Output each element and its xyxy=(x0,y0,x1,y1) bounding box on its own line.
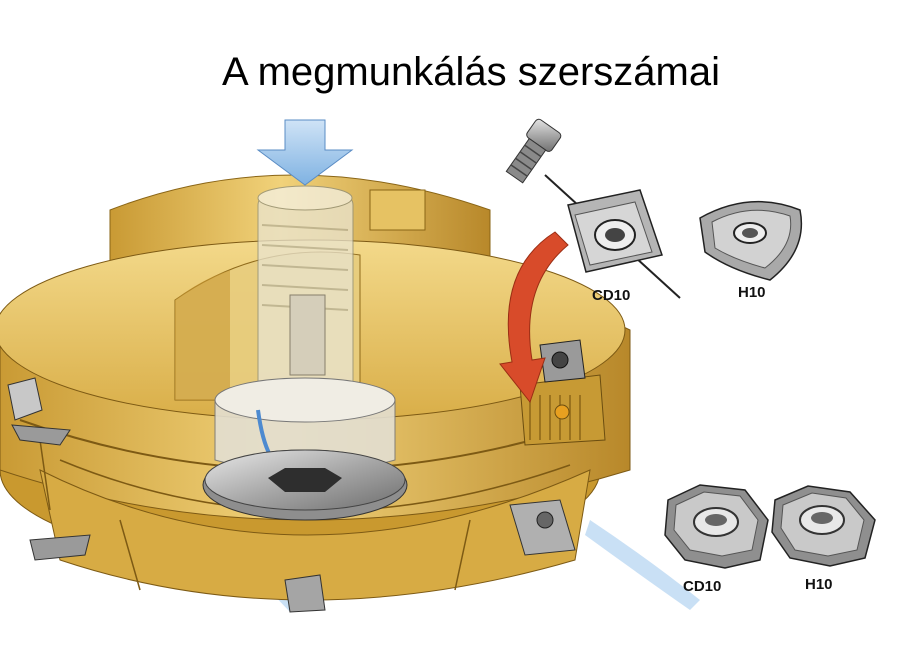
label-h10-top: H10 xyxy=(738,284,766,301)
mounted-inserts xyxy=(7,377,576,613)
cap-screw xyxy=(202,449,408,521)
insert-h10-top xyxy=(699,200,803,281)
feed-direction-arrow xyxy=(256,119,354,186)
label-h10-bottom: H10 xyxy=(805,576,833,593)
label-cd10-top: CD10 xyxy=(592,287,630,304)
insert-cd10-top xyxy=(567,189,663,273)
clamping-screw xyxy=(257,185,354,391)
hex-socket xyxy=(268,468,342,492)
insert-pocket-detail xyxy=(519,339,606,446)
insert-h10-bottom xyxy=(771,485,876,567)
label-cd10-bottom: CD10 xyxy=(683,578,721,595)
mounting-arrow xyxy=(499,231,569,404)
insert-cd10-bottom xyxy=(664,484,769,569)
slide-title: A megmunkálás szerszámai xyxy=(222,50,720,94)
